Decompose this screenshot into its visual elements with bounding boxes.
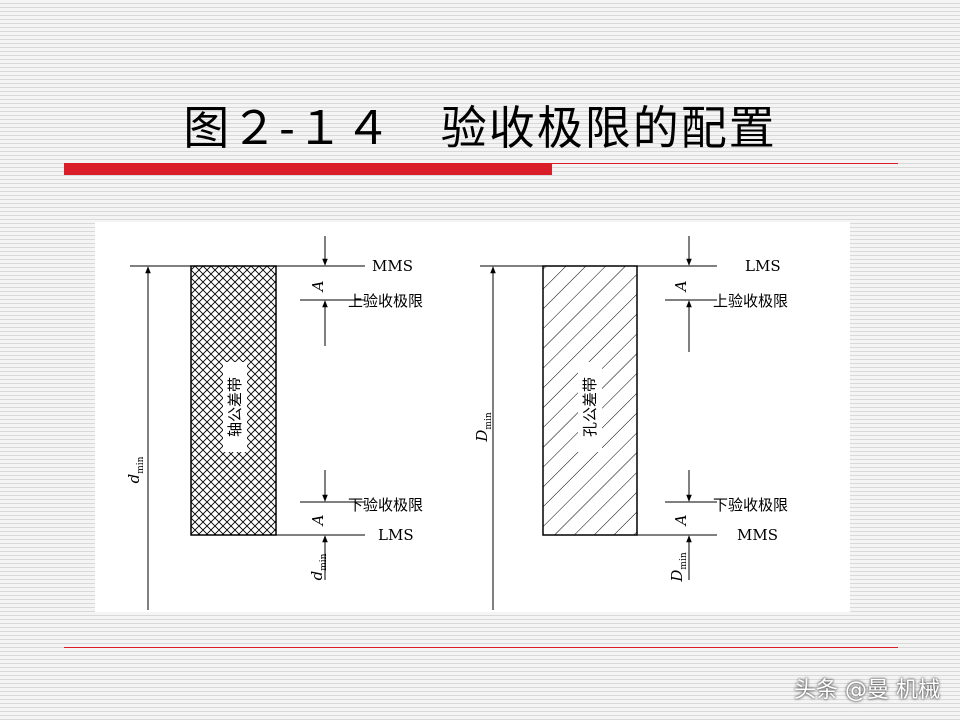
hole-dmin-small-sub: min [679,552,689,569]
shaft-dmin-small: dmin [308,553,329,580]
shaft-zone-label-bg [223,362,247,452]
shaft-diagram: 轴公差带 MMS LMS 上验收极限 下验收极限 A A dmin dmin [125,236,423,610]
shaft-lower-a-symbol: A [309,514,327,527]
source-watermark: 头条 @曼 机械 [794,678,940,703]
shaft-lms-label: LMS [378,526,414,544]
shaft-dmin-large-sub: min [136,456,146,473]
hole-dmin-large-sub: min [484,412,494,429]
shaft-zone-label: 轴公差带 [226,377,244,437]
footer-divider-line [64,647,898,648]
hole-lower-a-symbol: A [672,514,690,527]
title-divider-line [552,163,898,164]
hole-diagram: 孔公差带 LMS MMS 上验收极限 下验收极限 A A Dmin Dmin [473,236,788,610]
hole-dmin-small-main: D [668,570,686,583]
shaft-upper-limit-label: 上验收极限 [348,292,423,310]
slide-title: 图２-１４ 验收极限的配置 [183,101,777,155]
shaft-dmin-small-sub: min [319,553,329,570]
shaft-lower-limit-label: 下验收极限 [348,496,423,514]
hole-dmin-large: Dmin [473,412,494,442]
hole-lower-limit-label: 下验收极限 [713,496,788,514]
hole-zone-label: 孔公差带 [581,377,599,437]
figure-svg: 轴公差带 MMS LMS 上验收极限 下验收极限 A A dmin dmin 孔 [125,236,788,610]
hole-upper-limit-label: 上验收极限 [713,292,788,310]
shaft-dmin-large: dmin [125,456,146,483]
shaft-dmin-large-main: d [125,474,143,484]
shaft-upper-a-symbol: A [309,280,327,293]
shaft-mms-label: MMS [372,257,413,275]
acceptance-limits-figure: 轴公差带 MMS LMS 上验收极限 下验收极限 A A dmin dmin 孔 [95,222,850,612]
title-accent-bar [64,163,552,175]
hole-mms-label: MMS [737,526,778,544]
shaft-dmin-small-main: d [308,571,326,581]
hole-dmin-large-main: D [473,430,491,443]
hole-dmin-small: Dmin [668,552,689,582]
hole-upper-a-symbol: A [672,280,690,293]
hole-lms-label: LMS [745,257,781,275]
hole-zone-label-bg [578,362,602,452]
